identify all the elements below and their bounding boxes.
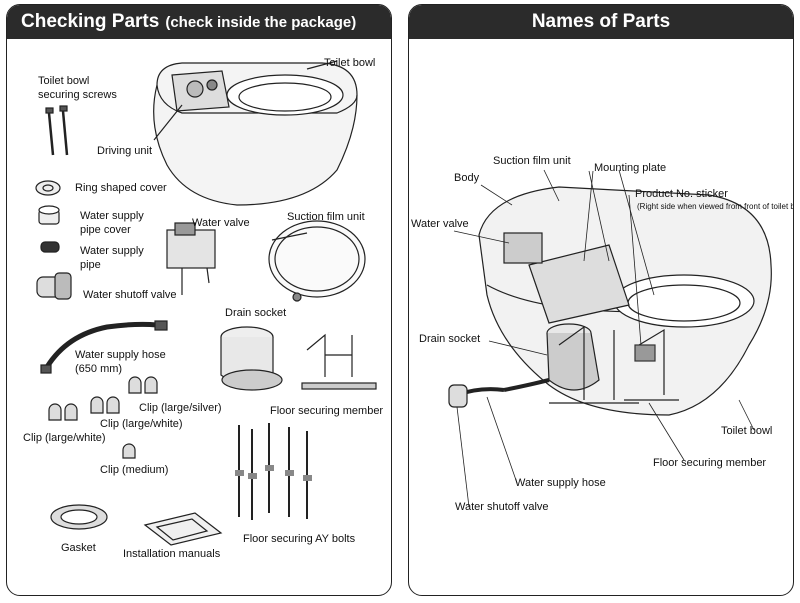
label-clip-large-white-1: Clip (large/white) — [100, 418, 183, 430]
floor-securing-member-drawing — [301, 333, 377, 390]
label-clip-large-silver: Clip (large/silver) — [139, 402, 222, 414]
label-water-supply-hose: Water supply hose — [515, 477, 606, 489]
label-clip-medium: Clip (medium) — [100, 464, 169, 476]
names-of-parts-illustration — [448, 169, 772, 508]
drain-socket-drawing — [220, 326, 283, 391]
label-water-shutoff-valve: Water shutoff valve — [455, 501, 549, 513]
label-pipe-2: pipe — [80, 259, 101, 271]
label-floor-securing-member: Floor securing member — [270, 405, 384, 417]
label-water-valve: Water valve — [411, 218, 469, 230]
label-toilet-bowl: Toilet bowl — [721, 425, 773, 437]
label-pipe-cover-1: Water supply — [80, 210, 144, 222]
leader-lines — [453, 169, 755, 508]
shutoff-valve-drawing — [36, 272, 72, 300]
label-gasket: Gasket — [61, 542, 96, 554]
label-body: Body — [454, 172, 480, 184]
assembled-toilet-drawing — [448, 186, 772, 416]
checking-parts-panel: Checking Parts (check inside the package… — [6, 4, 392, 596]
checking-parts-subtitle: (check inside the package) — [165, 13, 357, 31]
label-water-valve: Water valve — [192, 217, 250, 229]
label-mounting-plate: Mounting plate — [594, 162, 667, 174]
label-floor-securing-member: Floor securing member — [653, 457, 767, 469]
water-valve-drawing — [166, 222, 216, 295]
label-clip-large-white-2: Clip (large/white) — [23, 432, 106, 444]
label-drain-socket: Drain socket — [225, 307, 287, 319]
label-ay-bolts: Floor securing AY bolts — [243, 533, 356, 545]
label-drain-socket: Drain socket — [419, 333, 481, 345]
checking-parts-header: Checking Parts (check inside the package… — [7, 5, 391, 39]
label-securing-screws-2: securing screws — [38, 89, 117, 101]
names-of-parts-title: Names of Parts — [531, 11, 671, 32]
label-installation-manuals: Installation manuals — [123, 548, 221, 560]
label-product-sticker: Product No. sticker — [635, 188, 728, 200]
label-shutoff-valve: Water shutoff valve — [83, 289, 177, 301]
label-sticker-note: (Right side when viewed from front of to… — [637, 202, 794, 211]
label-suction-film-unit: Suction film unit — [287, 211, 365, 223]
label-pipe-1: Water supply — [80, 245, 144, 257]
label-hose-1: Water supply hose — [75, 349, 166, 361]
label-toilet-bowl: Toilet bowl — [324, 57, 376, 69]
ay-bolts-drawing — [238, 423, 308, 520]
securing-screws-drawing — [45, 105, 69, 156]
label-driving-unit: Driving unit — [97, 145, 153, 157]
checking-parts-title: Checking Parts — [21, 11, 160, 32]
suction-film-unit-drawing — [268, 220, 366, 302]
clips-drawing — [48, 376, 158, 459]
label-pipe-cover-2: pipe cover — [80, 224, 131, 236]
label-hose-2: (650 mm) — [75, 363, 123, 375]
names-of-parts-panel: Names of Parts — [408, 4, 794, 596]
names-of-parts-header: Names of Parts — [409, 5, 793, 39]
label-securing-screws-1: Toilet bowl — [38, 75, 90, 87]
label-suction-film-unit: Suction film unit — [493, 155, 571, 167]
label-ring-cover: Ring shaped cover — [75, 182, 167, 194]
toilet-bowl-drawing — [153, 60, 358, 206]
checking-parts-illustration — [35, 60, 377, 546]
